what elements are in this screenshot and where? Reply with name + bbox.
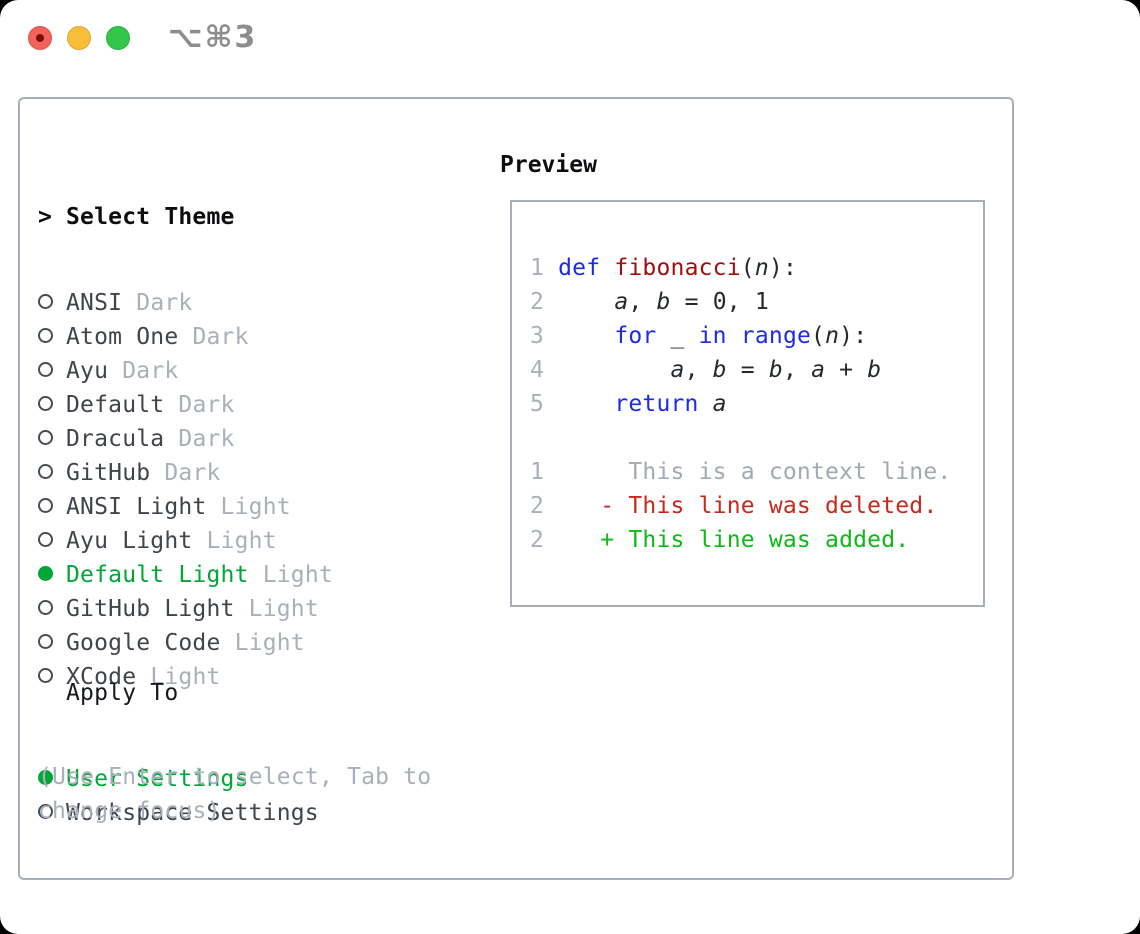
option-label: Default <box>66 392 165 418</box>
theme-option[interactable]: ANSI Dark <box>38 286 333 320</box>
option-label: Dracula <box>66 426 165 452</box>
radio-icon <box>38 634 53 649</box>
radio-icon <box>38 668 53 683</box>
select-theme-title: Select Theme <box>66 204 235 230</box>
option-label: Ayu <box>66 358 109 384</box>
code-line: 3 for _ in range(n): <box>530 323 868 349</box>
theme-variant-tag: Light <box>220 494 291 520</box>
select-theme-header: > Select Theme <box>38 200 333 234</box>
theme-option[interactable]: Ayu Dark <box>38 354 333 388</box>
option-label: GitHub <box>66 460 151 486</box>
radio-icon <box>38 464 53 479</box>
option-label: Google Code <box>66 630 221 656</box>
option-label: Ayu Light <box>66 528 193 554</box>
help-text: (Use Enter to select, Tab to change focus… <box>38 760 431 828</box>
apply-to-header-row: Apply To <box>38 676 319 710</box>
zoom-button[interactable] <box>106 26 130 50</box>
code-line: 2 - This line was deleted. <box>530 493 938 519</box>
theme-variant-tag: Dark <box>122 358 179 384</box>
theme-option[interactable]: Atom One Dark <box>38 320 333 354</box>
apply-to-option[interactable]: User Settings <box>38 762 319 796</box>
radio-icon <box>38 396 53 411</box>
theme-option[interactable]: GitHub Dark <box>38 456 333 490</box>
apply-to-title: Apply To <box>66 680 179 706</box>
preview-title: Preview <box>500 152 597 178</box>
radio-selected-icon <box>38 566 53 581</box>
apply-to-option[interactable]: Workspace Settings <box>38 796 319 830</box>
theme-variant-tag: Light <box>234 630 305 656</box>
radio-icon <box>38 328 53 343</box>
radio-icon <box>38 498 53 513</box>
radio-icon <box>38 362 53 377</box>
radio-icon <box>38 600 53 615</box>
minimize-button[interactable] <box>67 26 91 50</box>
theme-variant-tag: Dark <box>164 460 221 486</box>
option-label: GitHub Light <box>66 596 235 622</box>
code-line: 5 return a <box>530 391 727 417</box>
code-line: 2 a, b = 0, 1 <box>530 289 769 315</box>
help-line: (Use Enter to select, Tab to <box>38 764 432 790</box>
theme-option[interactable]: Dracula Dark <box>38 422 333 456</box>
radio-selected-icon <box>38 770 53 785</box>
option-label: Default Light <box>66 562 249 588</box>
theme-option[interactable]: ANSI Light Light <box>38 490 333 524</box>
theme-variant-tag: Light <box>150 664 221 690</box>
preview-code: 1 def fibonacci(n): 2 a, b = 0, 1 3 for _ … <box>530 251 951 557</box>
theme-variant-tag: Dark <box>192 324 249 350</box>
option-label: Workspace Settings <box>66 800 319 826</box>
option-label: ANSI <box>66 290 123 316</box>
close-button[interactable] <box>28 26 52 50</box>
theme-variant-tag: Light <box>262 562 333 588</box>
option-label: Atom One <box>66 324 179 350</box>
option-label: User Settings <box>66 766 249 792</box>
theme-option[interactable]: Ayu Light Light <box>38 524 333 558</box>
radio-icon <box>38 532 53 547</box>
code-line: 1 def fibonacci(n): <box>530 255 797 281</box>
option-label: XCode <box>66 664 137 690</box>
radio-icon <box>38 294 53 309</box>
titlebar: ⌥⌘3 <box>0 0 1140 76</box>
window-title: ⌥⌘3 <box>168 20 258 55</box>
theme-option[interactable]: Default Dark <box>38 388 333 422</box>
theme-option[interactable]: XCode Light <box>38 660 333 694</box>
help-line: change focus) <box>38 798 221 824</box>
preview-box <box>510 200 985 607</box>
theme-variant-tag: Light <box>248 596 319 622</box>
theme-variant-tag: Light <box>206 528 277 554</box>
radio-icon <box>38 430 53 445</box>
code-line: 4 a, b = b, a + b <box>530 357 882 383</box>
code-line: 1 This is a context line. <box>530 459 952 485</box>
theme-variant-tag: Dark <box>178 392 235 418</box>
theme-option[interactable]: Default Light Light <box>38 558 333 592</box>
cursor-icon: > <box>38 204 53 230</box>
code-line: 2 + This line was added. <box>530 527 910 553</box>
radio-icon <box>38 804 53 819</box>
theme-variant-tag: Dark <box>178 426 235 452</box>
theme-option[interactable]: GitHub Light Light <box>38 592 333 626</box>
code-line <box>530 421 951 455</box>
theme-variant-tag: Dark <box>136 290 193 316</box>
theme-option[interactable]: Google Code Light <box>38 626 333 660</box>
option-label: ANSI Light <box>66 494 207 520</box>
